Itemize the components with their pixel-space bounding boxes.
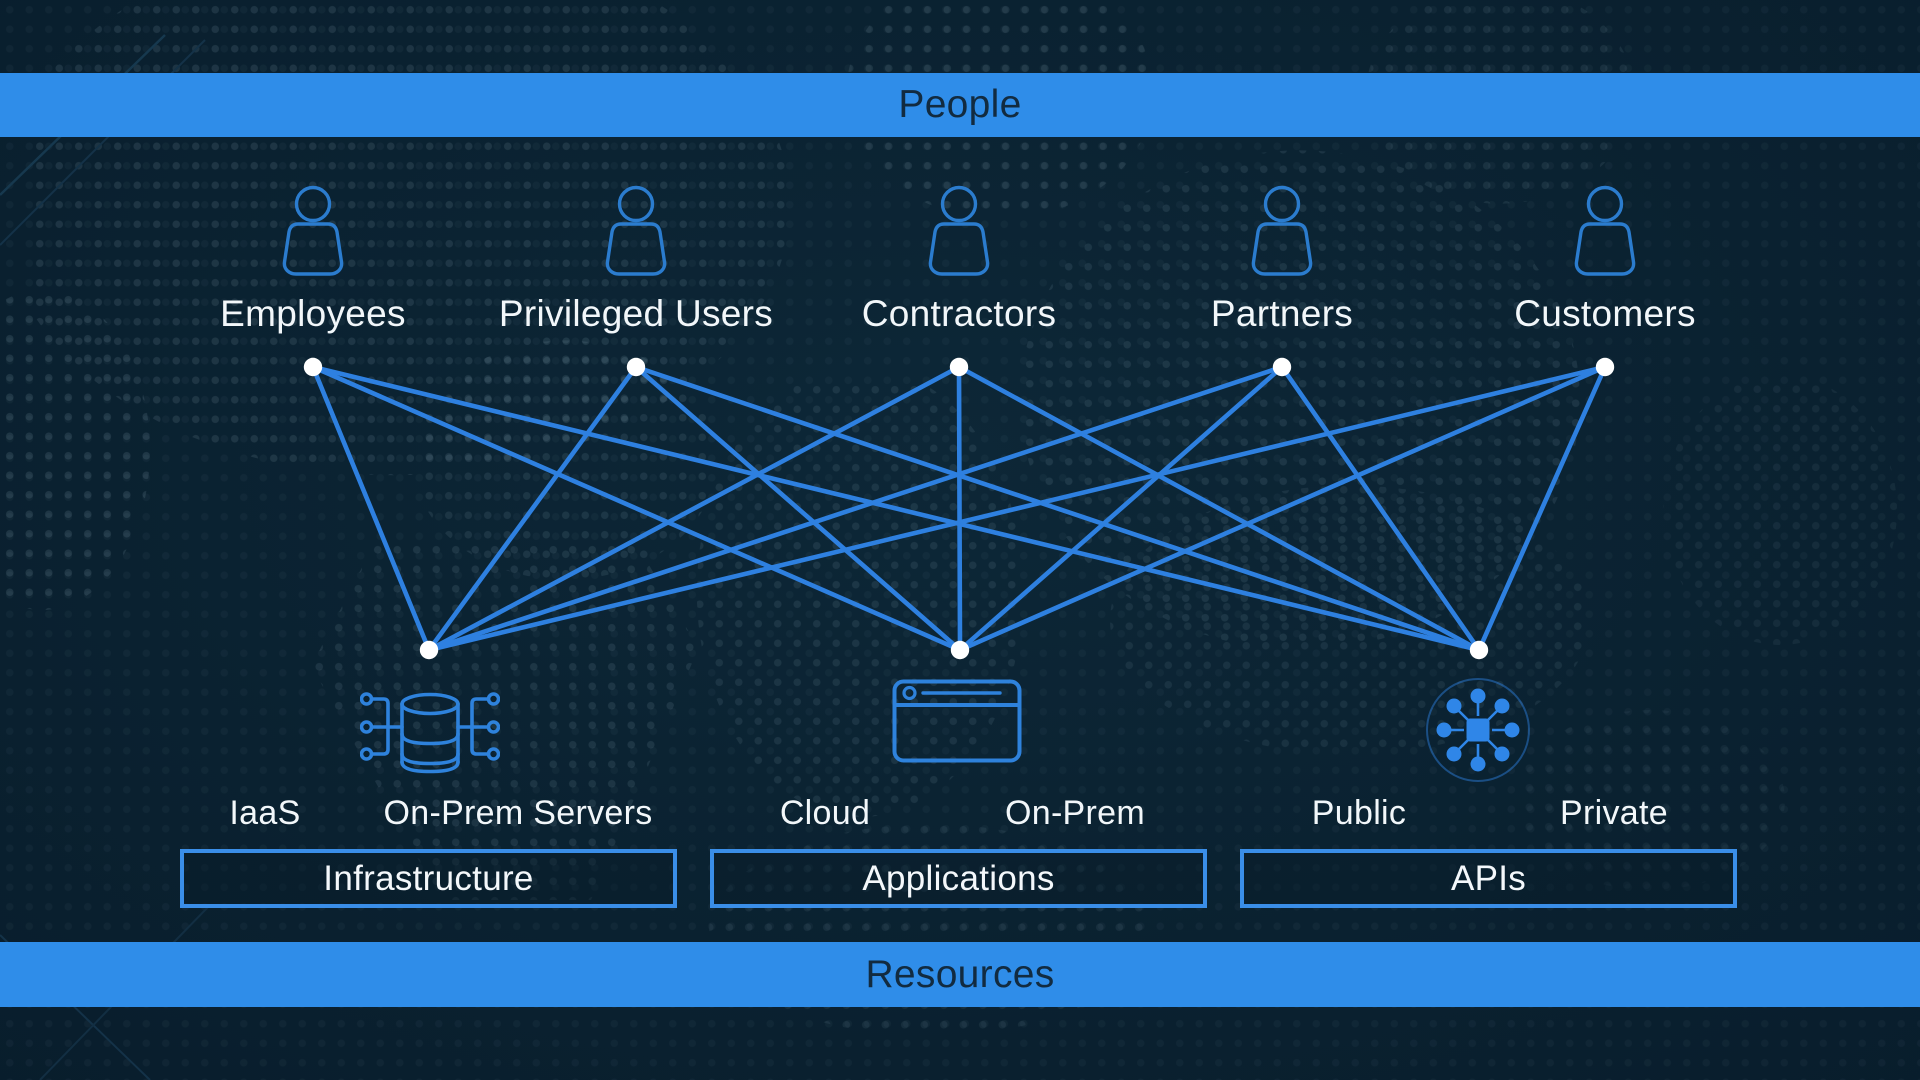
database-icon	[360, 692, 500, 774]
network-node	[949, 357, 969, 377]
person-label: Contractors	[861, 293, 1057, 334]
person-employees: Employees	[133, 184, 493, 335]
network-edge	[426, 364, 1285, 653]
sublabel-private: Private	[1560, 794, 1668, 832]
network-edge	[957, 364, 1285, 653]
infrastructure-box: Infrastructure	[180, 849, 677, 908]
person-contractors: Contractors	[779, 184, 1139, 335]
user-icon	[605, 185, 667, 276]
network-node	[950, 640, 970, 660]
user-icon	[282, 185, 344, 276]
network-edge	[1279, 364, 1482, 653]
network-edge	[310, 364, 1482, 653]
people-banner-label: People	[898, 83, 1022, 126]
user-icon	[928, 185, 990, 276]
sublabel-on-prem-servers: On-Prem Servers	[383, 794, 653, 832]
browser-window-icon	[892, 679, 1022, 763]
apis-box: APIs	[1240, 849, 1737, 908]
infrastructure-box-label: Infrastructure	[323, 858, 534, 898]
sublabel-cloud: Cloud	[779, 794, 871, 832]
person-partners: Partners	[1102, 184, 1462, 335]
person-label: Employees	[220, 293, 406, 334]
person-label: Partners	[1210, 293, 1354, 334]
network-edge	[633, 364, 1482, 653]
people-banner: People	[0, 73, 1920, 137]
sublabel-on-prem: On-Prem	[1004, 794, 1145, 832]
person-label: Customers	[1514, 293, 1696, 334]
network-edge	[310, 364, 432, 653]
network-edge	[956, 364, 963, 653]
person-privileged-users: Privileged Users	[456, 184, 816, 335]
person-label: Privileged Users	[498, 293, 774, 334]
network-edge	[426, 364, 1608, 653]
network-node	[419, 640, 439, 660]
applications-box-label: Applications	[862, 858, 1055, 898]
network-node	[1595, 357, 1615, 377]
network-node	[303, 357, 323, 377]
network-node	[626, 357, 646, 377]
api-hub-icon	[1426, 678, 1530, 782]
applications-box: Applications	[710, 849, 1207, 908]
network-edge	[426, 364, 962, 653]
network-edge	[633, 364, 963, 653]
network-node	[1469, 640, 1489, 660]
user-icon	[1251, 185, 1313, 276]
person-customers: Customers	[1425, 184, 1785, 335]
network-edge	[310, 364, 963, 653]
network-node	[1272, 357, 1292, 377]
network-edge	[426, 364, 639, 653]
resources-banner-label: Resources	[865, 952, 1055, 996]
network-edge	[957, 364, 1608, 653]
resources-banner: Resources	[0, 942, 1920, 1007]
sublabel-iaas: IaaS	[229, 794, 301, 832]
sublabel-public: Public	[1311, 794, 1407, 832]
apis-box-label: APIs	[1450, 858, 1527, 898]
network-edge	[956, 364, 1482, 653]
user-icon	[1574, 185, 1636, 276]
network-edge	[1476, 364, 1608, 653]
